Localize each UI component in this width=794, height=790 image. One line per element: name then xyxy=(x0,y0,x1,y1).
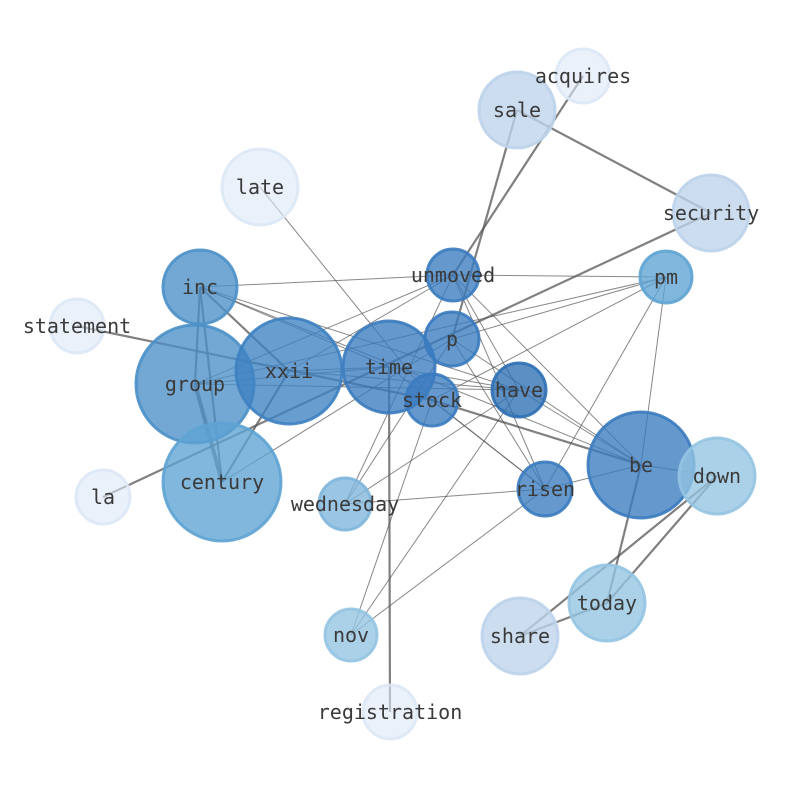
edge-acquires-unmoved xyxy=(452,75,584,276)
edge-pm-stock xyxy=(431,276,667,401)
node-label-sale: sale xyxy=(493,98,541,122)
edge-registration-time xyxy=(387,366,392,713)
nodes-layer xyxy=(48,47,757,741)
node-label-today: today xyxy=(577,591,637,615)
node-label-wednesday: wednesday xyxy=(291,492,399,516)
node-label-pm: pm xyxy=(654,265,678,289)
node-century xyxy=(161,421,283,543)
node-nov xyxy=(323,607,379,663)
node-label-nov: nov xyxy=(333,623,369,647)
node-label-risen: risen xyxy=(515,477,575,501)
node-security xyxy=(671,173,751,253)
node-label-registration: registration xyxy=(318,700,463,724)
node-label-share: share xyxy=(490,624,550,648)
edge-have-nov xyxy=(350,389,520,636)
node-wednesday xyxy=(317,476,373,532)
edge-inc-unmoved xyxy=(199,274,454,288)
node-label-p: p xyxy=(446,327,458,351)
node-late xyxy=(220,147,300,227)
node-label-statement: statement xyxy=(23,314,131,338)
node-label-security: security xyxy=(663,201,759,225)
labels-layer: acquires sale late security unmoved pm inc stat… xyxy=(23,64,759,724)
node-today xyxy=(567,563,647,643)
node-label-have: have xyxy=(495,378,543,402)
node-label-down: down xyxy=(693,464,741,488)
node-unmoved xyxy=(425,247,481,303)
node-down xyxy=(677,436,757,516)
node-label-group: group xyxy=(165,372,225,396)
node-xxii xyxy=(234,316,344,426)
edge-p-risen xyxy=(451,338,546,490)
node-label-acquires: acquires xyxy=(535,64,631,88)
node-label-inc: inc xyxy=(182,275,218,299)
node-risen xyxy=(516,460,574,518)
node-label-xxii: xxii xyxy=(265,359,313,383)
edge-unmoved-pm xyxy=(452,274,667,278)
node-label-stock: stock xyxy=(402,388,462,412)
node-registration xyxy=(361,683,419,741)
edge-p-pm xyxy=(451,276,667,340)
edge-sale-p xyxy=(450,109,519,340)
node-label-century: century xyxy=(180,470,264,494)
edge-risen-nov xyxy=(350,488,546,636)
node-stock xyxy=(404,372,460,428)
node-statement xyxy=(48,297,106,355)
node-la xyxy=(74,468,132,526)
edge-stock-nov xyxy=(350,399,433,636)
node-label-time: time xyxy=(365,355,413,379)
node-sale xyxy=(477,70,557,150)
node-acquires xyxy=(554,47,612,105)
node-label-unmoved: unmoved xyxy=(411,263,495,287)
node-label-late: late xyxy=(236,175,284,199)
node-label-la: la xyxy=(91,485,115,509)
node-share xyxy=(480,596,560,676)
node-label-be: be xyxy=(629,453,653,477)
edge-wednesday-risen xyxy=(344,488,546,505)
node-pm xyxy=(638,249,694,305)
edge-pm-risen xyxy=(544,276,667,490)
edge-have-wednesday xyxy=(344,389,520,505)
node-have xyxy=(490,361,548,419)
